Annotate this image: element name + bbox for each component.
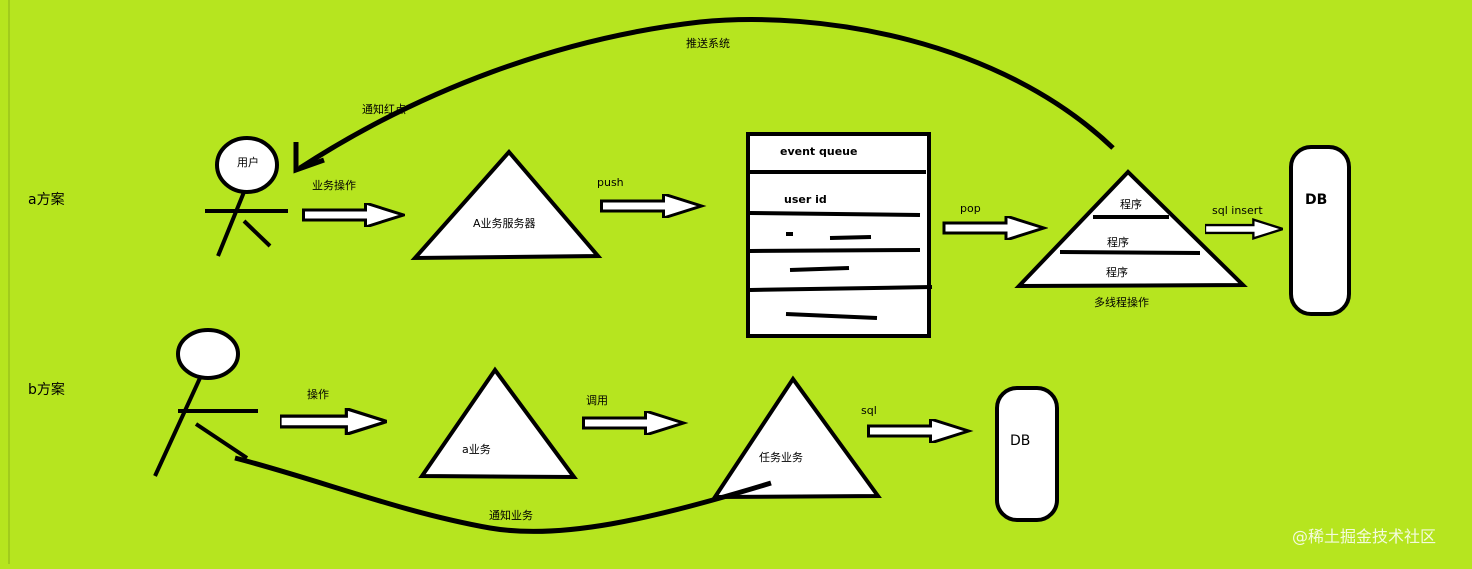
notify-label-a: 通知红点 (362, 102, 406, 116)
queue-user-id: user id (784, 193, 827, 206)
worker-program-2: 程序 (1107, 235, 1129, 249)
task-business-triangle (711, 375, 882, 500)
event-queue-box (746, 132, 933, 338)
db-cylinder-a (1289, 145, 1351, 316)
sql-label: sql (861, 404, 877, 417)
worker-triangle (1014, 169, 1248, 289)
pop-arrow (942, 216, 1046, 240)
push-system-label: 推送系统 (686, 36, 730, 50)
sql-insert-arrow (1205, 218, 1283, 240)
worker-caption: 多线程操作 (1094, 295, 1149, 309)
task-business-label: 任务业务 (759, 451, 803, 464)
push-system-curve (298, 17, 1115, 171)
business-op-label: 业务操作 (312, 178, 356, 192)
operate-label: 操作 (307, 387, 329, 401)
call-label: 调用 (586, 394, 608, 407)
notify-label-b: 通知业务 (489, 508, 533, 522)
user-figure-b (153, 328, 258, 477)
call-arrow (584, 411, 684, 435)
push-system-arrowhead (293, 142, 325, 174)
db-label-b: DB (1010, 433, 1030, 449)
worker-program-1: 程序 (1120, 197, 1142, 211)
user-figure-a (205, 136, 288, 257)
sql-arrow (866, 419, 971, 443)
watermark: @稀土掘金技术社区 (1292, 527, 1436, 546)
pop-label: pop (960, 202, 981, 215)
business-op-arrow (302, 203, 405, 227)
queue-title: event queue (780, 145, 857, 158)
operate-arrow (280, 408, 387, 435)
server-label: A业务服务器 (473, 217, 536, 230)
server-triangle-a (410, 148, 603, 261)
db-label-a: DB (1305, 192, 1327, 208)
user-label: 用户 (237, 155, 259, 169)
scheme-a-label: a方案 (28, 191, 65, 208)
a-business-triangle (418, 366, 578, 480)
db-cylinder-b (995, 386, 1059, 522)
worker-divider-2 (1059, 250, 1201, 255)
push-arrow (602, 194, 702, 218)
sql-insert-label: sql insert (1212, 204, 1263, 217)
a-business-label: a业务 (462, 443, 491, 456)
push-label: push (597, 176, 624, 189)
notify-curve-b (234, 455, 772, 534)
worker-program-3: 程序 (1106, 265, 1128, 279)
scheme-b-label: b方案 (28, 381, 65, 398)
